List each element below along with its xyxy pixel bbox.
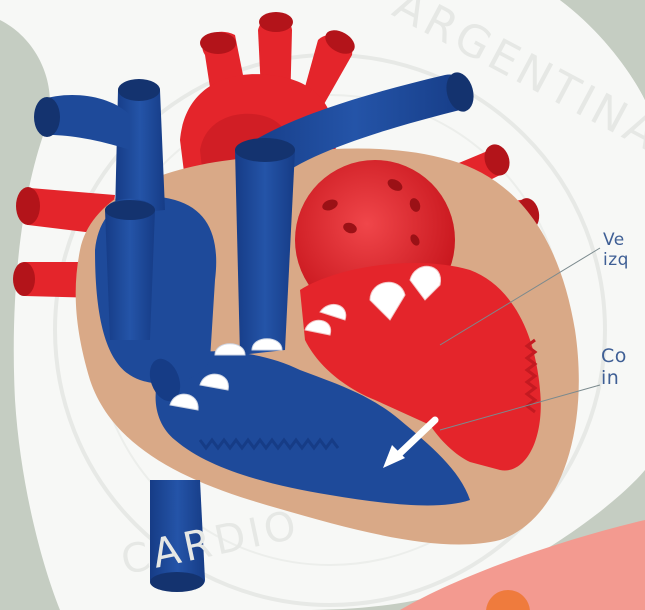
label-line: Ve [603,230,625,250]
label-left-ventricle: Ve izq [600,230,645,280]
label-ventricular-septum: Co in [598,346,645,398]
superior-vena-cava [115,83,165,216]
label-line: Co [601,346,627,366]
label-line: in [601,368,619,388]
label-line: izq [603,250,629,270]
pulmonary-trunk [235,139,295,355]
